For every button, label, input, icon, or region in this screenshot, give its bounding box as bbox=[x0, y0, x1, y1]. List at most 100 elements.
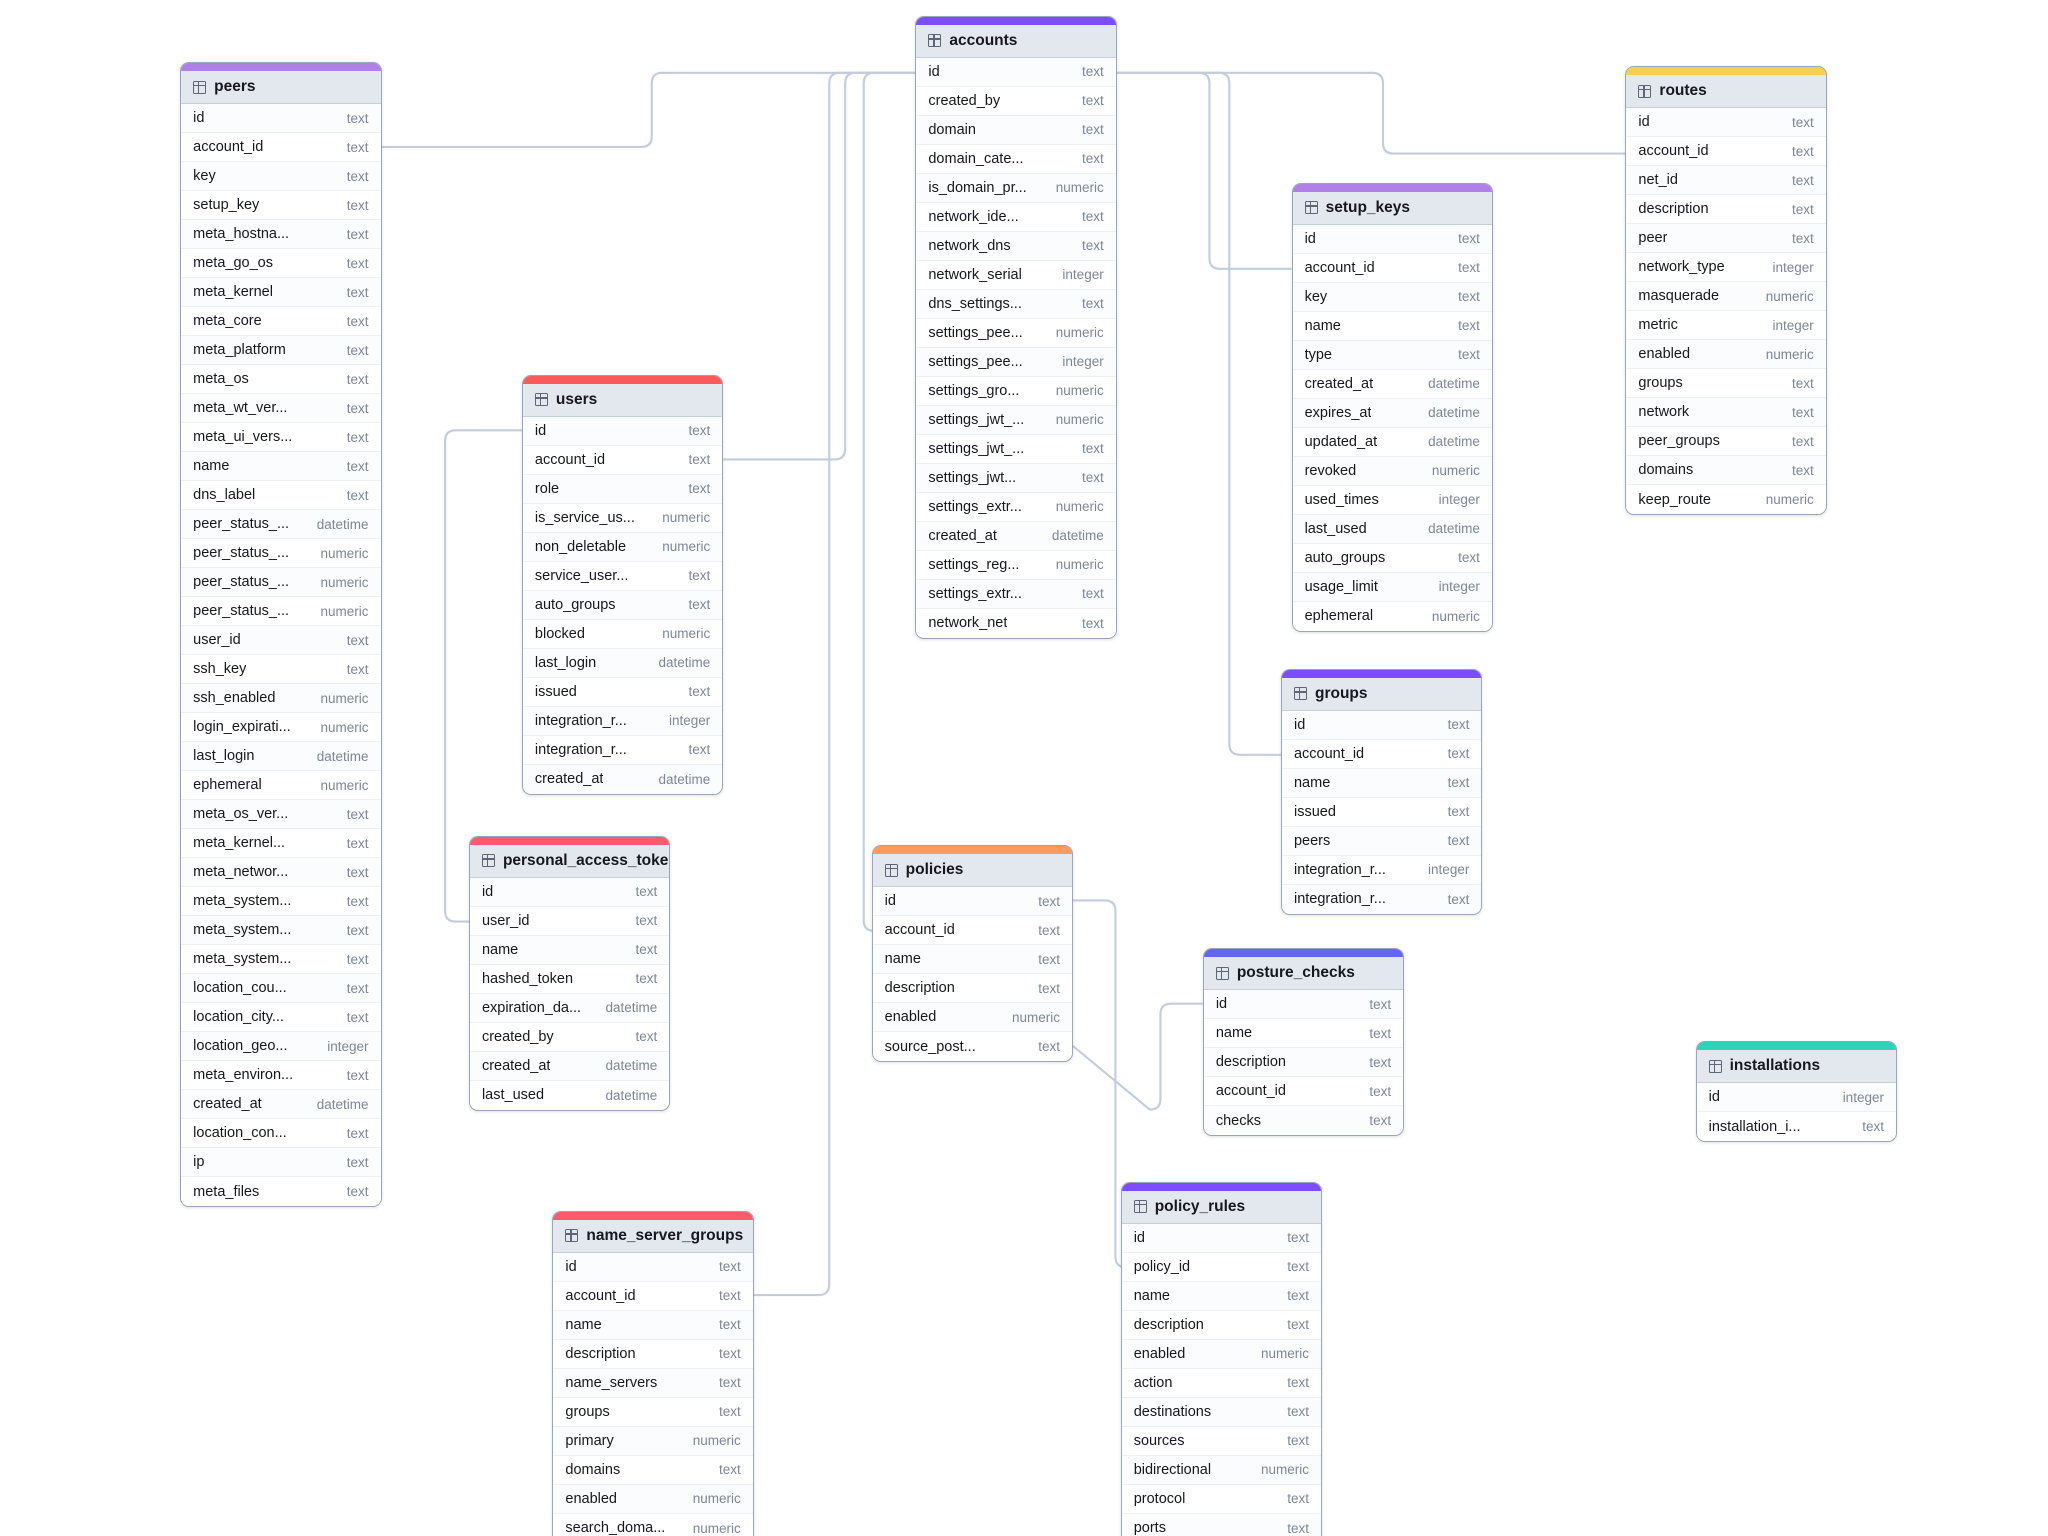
table-header[interactable]: setup_keys bbox=[1292, 191, 1492, 225]
column-row[interactable]: service_user...text bbox=[522, 561, 723, 591]
table-header[interactable]: groups bbox=[1281, 677, 1482, 711]
column-row[interactable]: peer_status_...numeric bbox=[181, 568, 381, 598]
column-row[interactable]: settings_extr...numeric bbox=[916, 492, 1116, 522]
column-row[interactable]: meta_hostna...text bbox=[181, 220, 381, 250]
column-row[interactable]: meta_system...text bbox=[181, 887, 381, 917]
table-header[interactable]: policy_rules bbox=[1121, 1190, 1322, 1224]
column-row[interactable]: meta_wt_ver...text bbox=[181, 394, 381, 424]
column-row[interactable]: meta_system...text bbox=[181, 916, 381, 946]
column-row[interactable]: settings_jwt_...text bbox=[916, 434, 1116, 464]
column-row[interactable]: dns_settings...text bbox=[916, 289, 1116, 319]
column-row[interactable]: is_domain_pr...numeric bbox=[916, 173, 1116, 203]
table-header[interactable]: users bbox=[522, 383, 723, 417]
table-header[interactable]: peers bbox=[181, 71, 381, 105]
table-header[interactable]: name_server_groups bbox=[553, 1219, 753, 1253]
column-row[interactable]: integration_r...integer bbox=[522, 706, 723, 736]
column-row[interactable]: location_geo...integer bbox=[181, 1032, 381, 1062]
column-row[interactable]: integration_r...text bbox=[522, 735, 723, 765]
column-row[interactable]: meta_ui_vers...text bbox=[181, 423, 381, 453]
column-row[interactable]: settings_gro...numeric bbox=[916, 376, 1116, 406]
table-header[interactable]: posture_checks bbox=[1203, 957, 1404, 991]
column-row[interactable]: location_cou...text bbox=[181, 974, 381, 1004]
column-row[interactable]: peer_status_...datetime bbox=[181, 510, 381, 540]
column-row[interactable]: domain_cate...text bbox=[916, 144, 1116, 174]
table-header[interactable]: installations bbox=[1696, 1050, 1896, 1084]
